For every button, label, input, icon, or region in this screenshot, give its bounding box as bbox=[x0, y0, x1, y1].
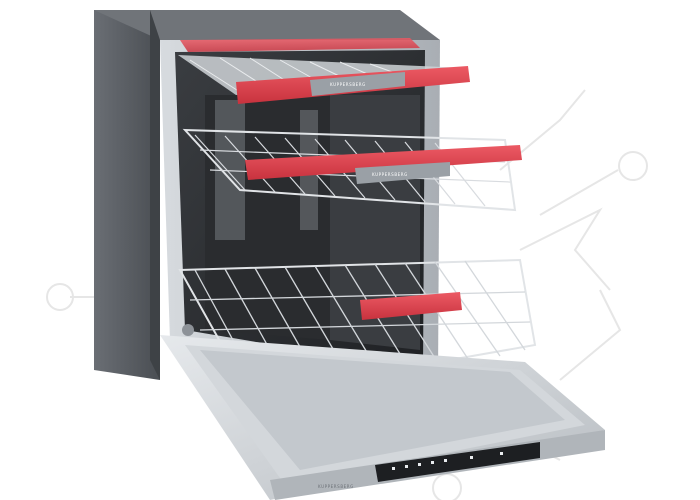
top-tray-brand-label: KUPPERSBERG bbox=[330, 82, 366, 87]
control-panel: KUPPERSBERG bbox=[318, 442, 540, 489]
door-brand-label: KUPPERSBERG bbox=[318, 484, 354, 489]
middle-basket-red-rail bbox=[245, 145, 522, 180]
cabinet bbox=[94, 10, 440, 380]
control-panel-display bbox=[392, 452, 503, 470]
middle-basket-brand-label: KUPPERSBERG bbox=[372, 172, 408, 177]
middle-basket: KUPPERSBERG bbox=[182, 128, 522, 212]
lower-basket-red-handle bbox=[360, 292, 462, 320]
open-door bbox=[160, 335, 605, 500]
top-cutlery-tray: KUPPERSBERG bbox=[178, 38, 470, 104]
